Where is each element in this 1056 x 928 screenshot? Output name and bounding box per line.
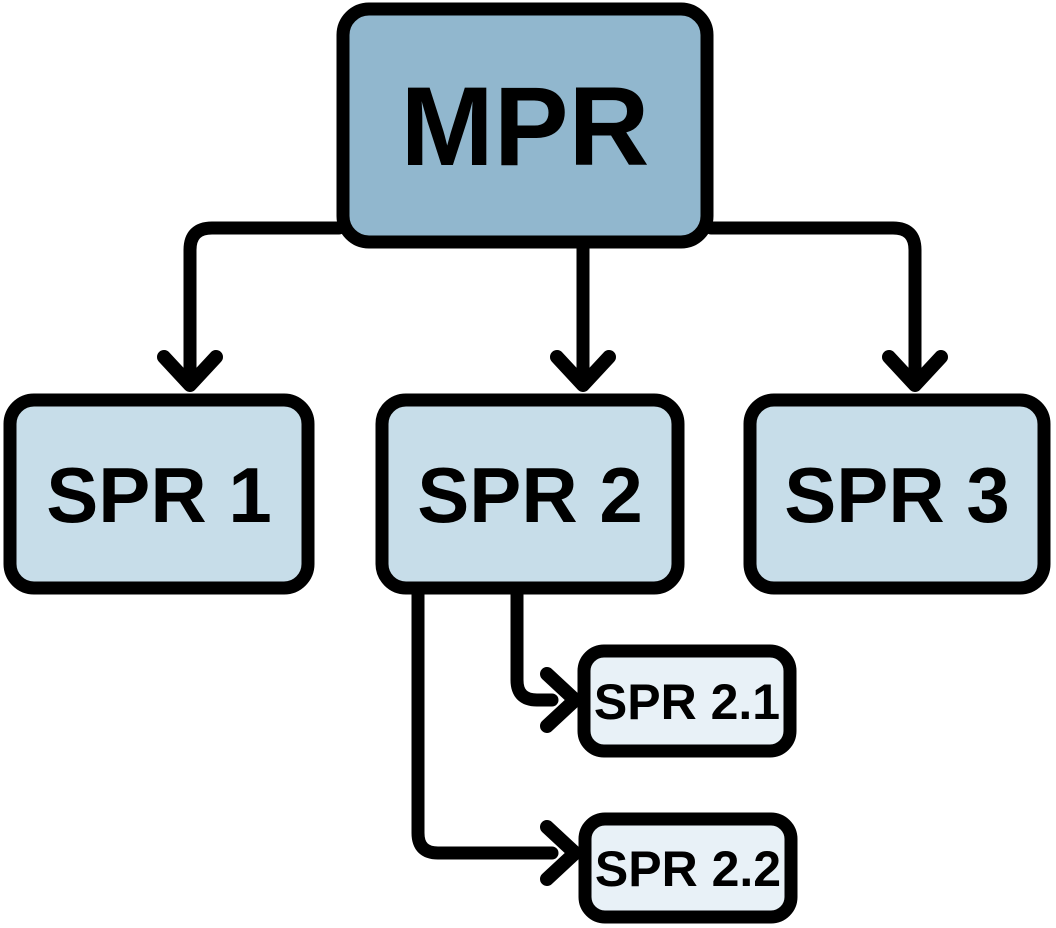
node-spr1: SPR 1 xyxy=(3,393,315,595)
edge-mpr-spr3-line xyxy=(704,221,922,377)
node-mpr-label: MPR xyxy=(401,64,650,189)
edge-spr2-spr22 xyxy=(411,586,582,886)
edge-spr2-spr21-arrowhead-icon xyxy=(540,667,582,733)
edge-spr2-spr22-line xyxy=(411,586,559,860)
node-spr2: SPR 2 xyxy=(375,393,685,595)
edge-mpr-spr3-arrowhead-icon xyxy=(882,350,948,392)
edge-mpr-spr1-line xyxy=(183,221,346,377)
node-spr1-box xyxy=(3,393,315,595)
edge-mpr-spr2-arrowhead-icon xyxy=(550,350,616,392)
node-mpr-box xyxy=(336,2,714,249)
node-spr2-box xyxy=(375,393,685,595)
edge-mpr-spr2 xyxy=(550,239,616,392)
edge-mpr-spr1 xyxy=(157,221,346,392)
edges-layer xyxy=(157,221,948,886)
node-spr21-label: SPR 2.1 xyxy=(594,674,780,730)
node-spr21: SPR 2.1 xyxy=(577,644,797,758)
node-spr1-label: SPR 1 xyxy=(46,451,271,539)
edge-spr2-spr21 xyxy=(510,586,582,733)
node-spr21-box xyxy=(577,644,797,758)
edge-mpr-spr1-arrowhead-icon xyxy=(157,350,223,392)
node-mpr: MPR xyxy=(336,2,714,249)
nodes-layer: MPR SPR 1 SPR 2 SPR 3 SPR 2.1 SPR 2.2 xyxy=(3,2,1051,924)
node-spr3-label: SPR 3 xyxy=(784,451,1009,539)
node-spr22-label: SPR 2.2 xyxy=(595,841,781,897)
node-spr2-label: SPR 2 xyxy=(417,451,642,539)
edge-spr2-spr21-line xyxy=(510,586,559,707)
edge-spr2-spr22-arrowhead-icon xyxy=(540,820,582,886)
node-spr3-box xyxy=(743,393,1051,595)
node-spr22-box xyxy=(578,812,798,924)
node-spr22: SPR 2.2 xyxy=(578,812,798,924)
node-spr3: SPR 3 xyxy=(743,393,1051,595)
edge-mpr-spr3 xyxy=(704,221,948,392)
